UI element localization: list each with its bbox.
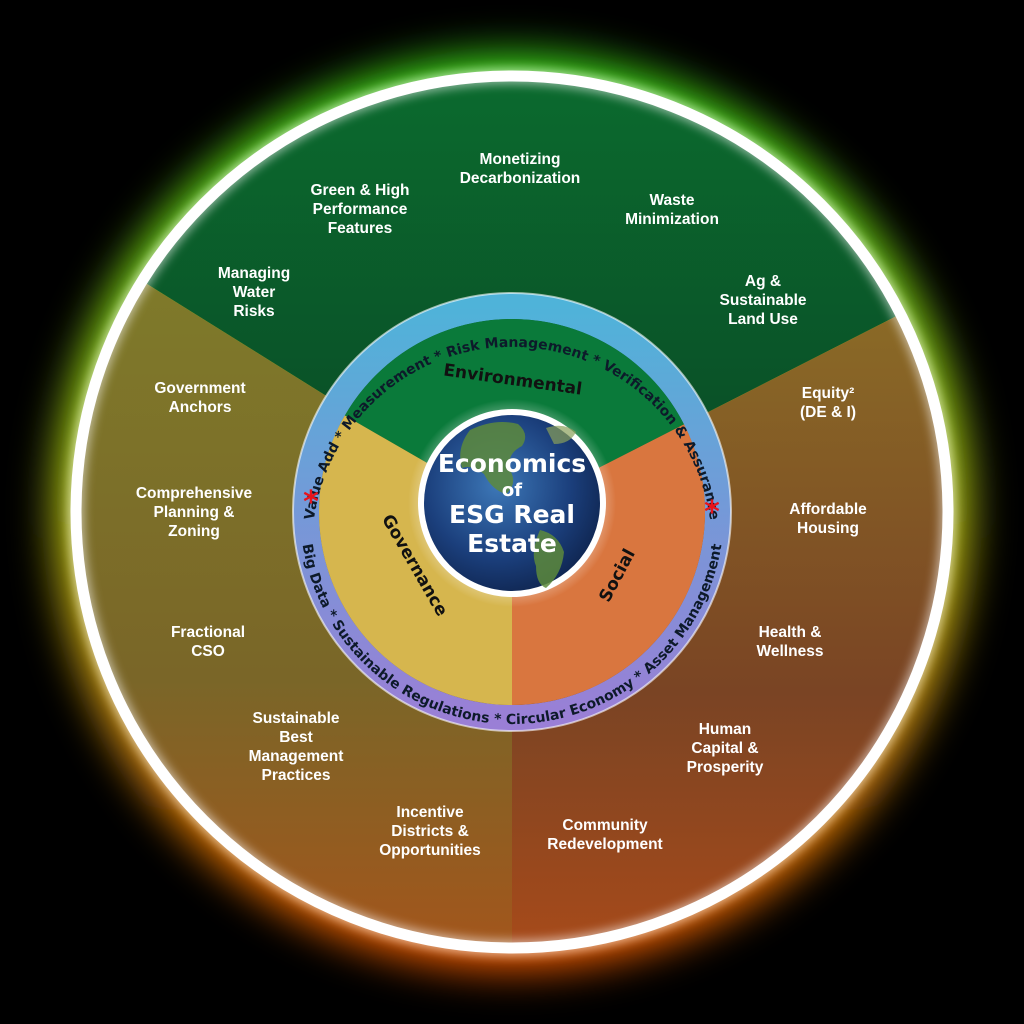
ring-star-left: *: [303, 485, 319, 520]
outer-label-social-1: Equity²(DE & I): [800, 385, 856, 421]
ring-star-right: *: [704, 495, 720, 530]
outer-white-ring: [70, 70, 954, 954]
title-line-4: Estate: [467, 529, 557, 558]
globe-north-america: [460, 422, 526, 494]
pillars-ring-outer-edge: [292, 292, 732, 732]
globe-south-america: [533, 530, 564, 588]
title-line-3: ESG Real: [449, 500, 575, 529]
outer-label-social-3: Health &Wellness: [757, 624, 824, 660]
pillars-ring-band: [293, 293, 731, 731]
title-line-2: of: [502, 480, 522, 501]
title-line-1: Economics: [438, 449, 586, 478]
globe-greenland: [546, 425, 576, 444]
